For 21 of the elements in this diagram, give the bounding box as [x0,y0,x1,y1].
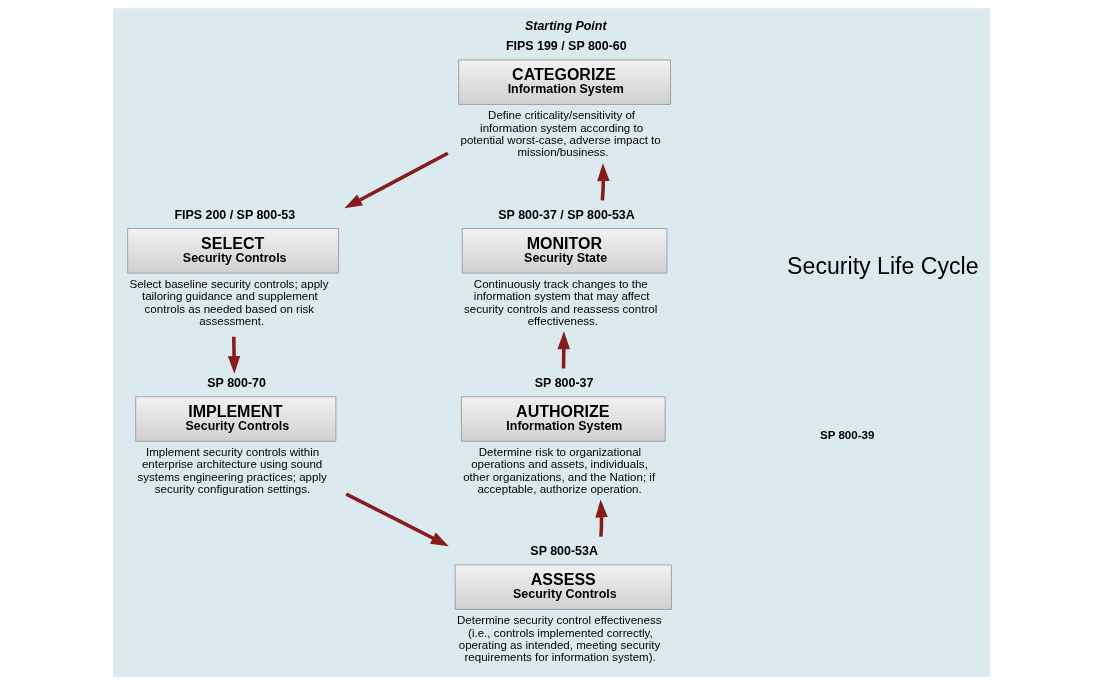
node-label: Define criticality/sensitivity of information system according to potential worst-case, adverse impact to mission/business. [460,109,661,159]
label: SP 800-39 [820,428,875,441]
node-label: Implement security controls within enterprise architecture using sound systems engineering practices; apply security configuration settings. [137,445,327,496]
node-label: Continuously track changes to the information system that may affect security controls and reassess control effectiveness. [464,277,658,328]
arrow [344,151,449,209]
node-label: SP 800-70 [207,376,266,391]
label: Security Life Cycle [787,253,979,280]
arrow [227,336,241,374]
arrow [345,492,449,547]
node-label: FIPS 199 / SP 800-60 [505,39,627,54]
node-label: SP 800-53A [530,544,598,559]
node-label: Select baseline security controls; apply tailoring guidance and supplement controls as needed based on risk assessment. [129,277,329,328]
node-label: Determine security control effectiveness (i.e., controls implemented correctly, operating as intended, meeting security requirements for information system). [456,614,662,664]
node-label: Starting Point [525,18,607,33]
node-label: SP 800-37 / SP 800-53A [498,207,635,222]
node-label: FIPS 200 / SP 800-53 [174,207,296,222]
arrow [557,331,570,369]
node-label: SP 800-37 [534,376,594,391]
arrow [597,163,610,201]
node-label: Determine risk to organizational operations and assets, individuals, other organizations, and the Nation; if acceptable, authorize operation. [463,445,656,496]
arrow [595,499,608,537]
